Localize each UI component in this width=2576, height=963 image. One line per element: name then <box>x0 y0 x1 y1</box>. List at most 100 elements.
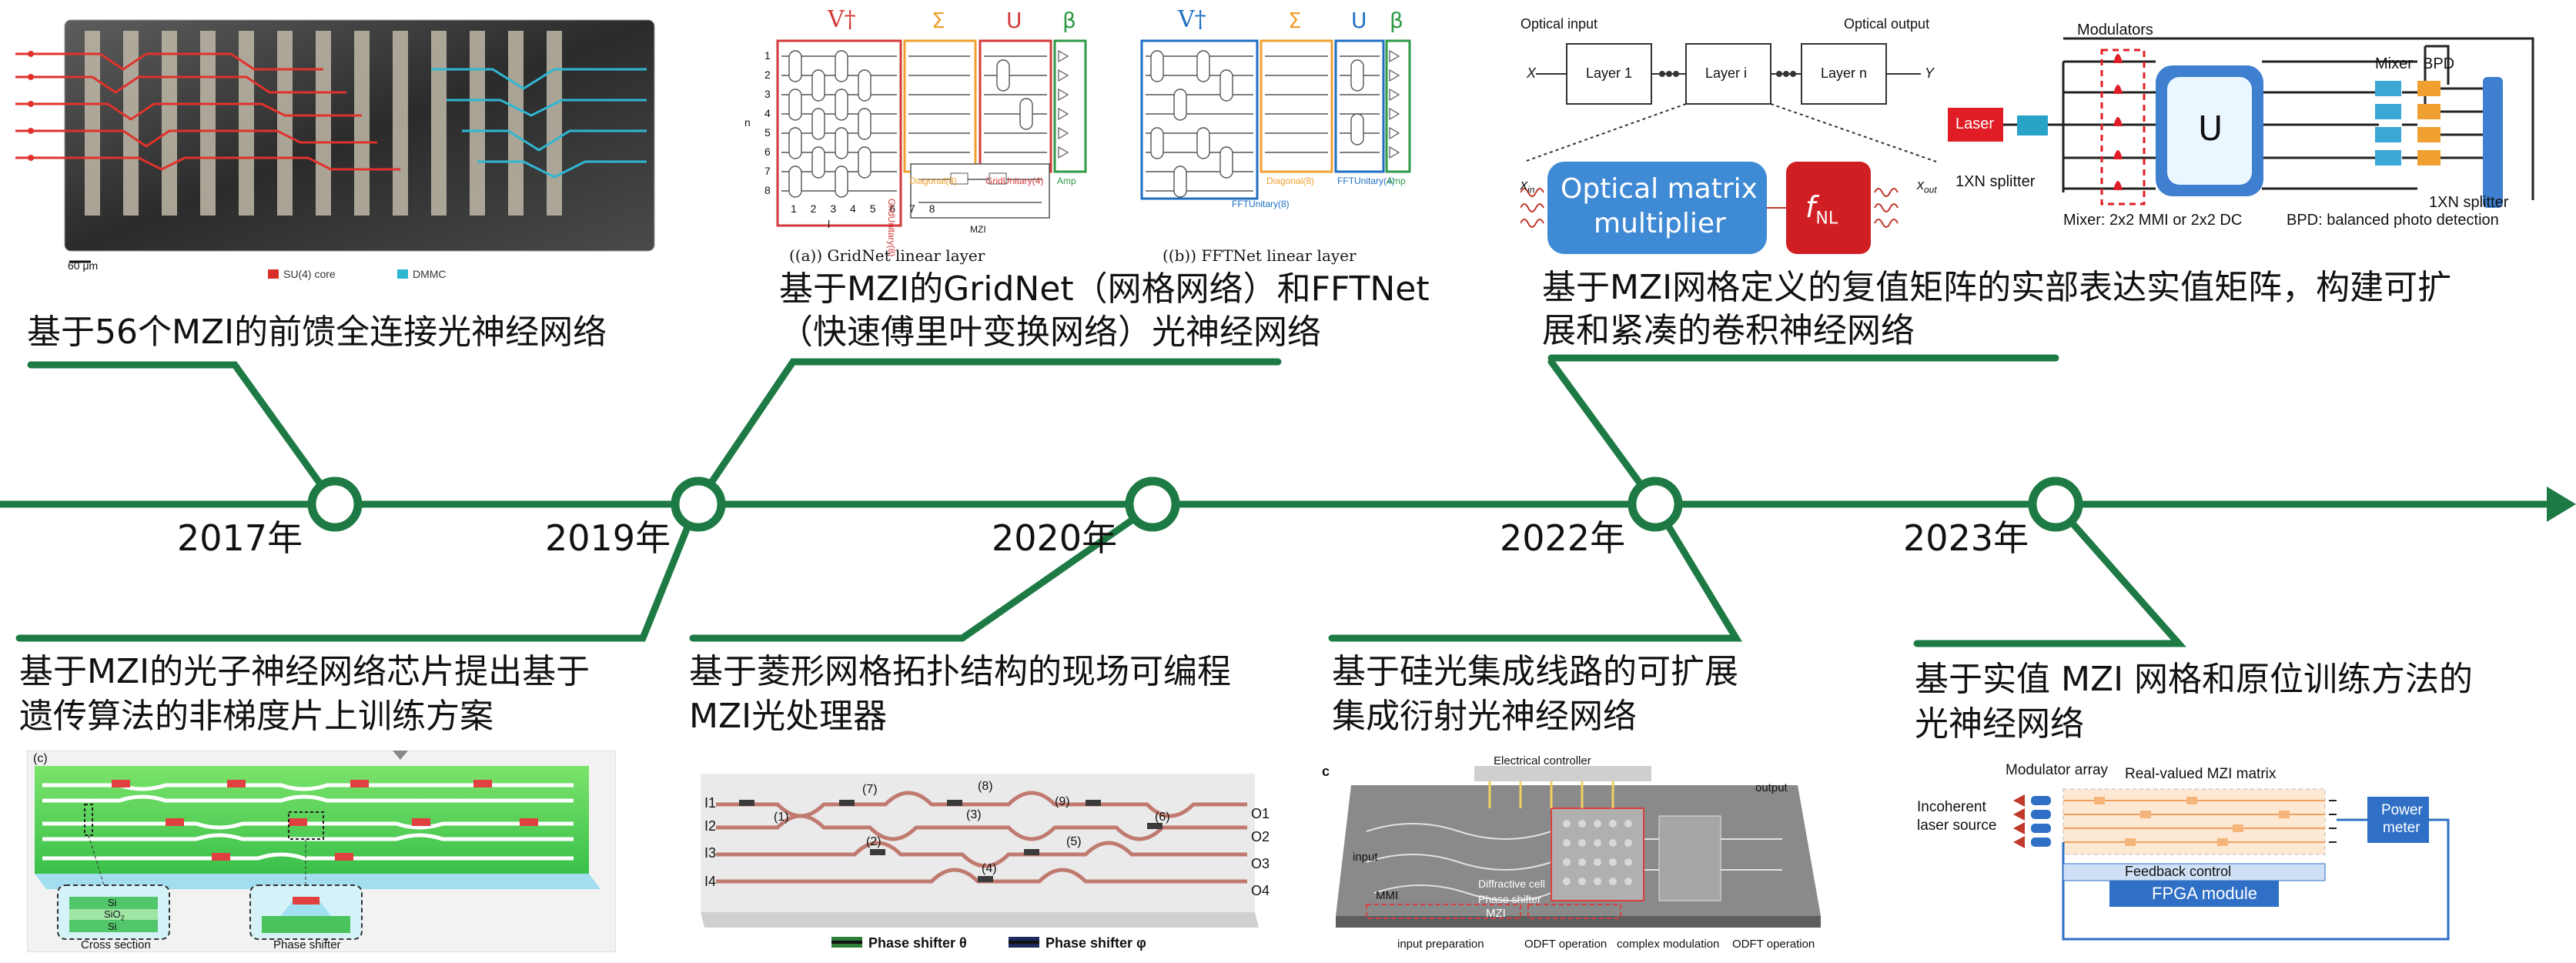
label-diagonal-a: Diagonal(8) <box>909 176 958 186</box>
panel-c-diffractive: c <box>1322 764 1330 779</box>
fnl-label: fNL <box>1805 190 1838 229</box>
label-sigma-b: Σ <box>1288 8 1302 33</box>
bottom-label-input-preparation: input preparation <box>1397 938 1484 951</box>
matrix-label: Real-valued MZI matrix <box>2125 766 2277 782</box>
label-beta-b: β <box>1390 8 1403 33</box>
figure-chip-2017: 60 μm SU(4) core DMMC <box>0 15 662 285</box>
node-label-5: (5) <box>1066 835 1082 848</box>
year-2023: 2023年 <box>1903 517 2029 559</box>
xin-x: x <box>1521 177 1527 192</box>
power-meter-label-line2: meter <box>2383 820 2420 836</box>
diffractive-cell-label: Diffractive cell <box>1478 878 1545 890</box>
figure-real-valued-mzi: Modulator array Real-valued MZI matrix I… <box>1917 762 2502 958</box>
modulators-label: Modulators <box>2077 22 2153 38</box>
legend-su4-core: SU(4) core <box>283 268 336 280</box>
figure-coherent-architecture: Modulators Laser U Mixer BPD 1XN splitte… <box>1948 15 2564 231</box>
coherent-architecture-diagram <box>1948 37 2534 208</box>
layer-si-top: Si <box>108 897 117 908</box>
xin-sub: in <box>1527 184 1535 196</box>
input-label: input <box>1353 851 1378 864</box>
label-u-b: U <box>1351 8 1367 33</box>
bpd-label: BPD <box>2423 55 2455 72</box>
node-2017 <box>307 476 363 532</box>
column-labels: 1 2 3 4 5 6 7 8 <box>791 202 941 215</box>
figure-gridnet-fftnet: V† Σ U β V† Σ U β 1 2 3 4 5 6 7 8 n 1 2 … <box>735 6 1413 268</box>
label-mzi: MZI <box>970 224 986 235</box>
row-label-4: 4 <box>764 107 771 119</box>
node-2020 <box>1125 476 1180 532</box>
output-label: output <box>1755 781 1788 794</box>
label-amp-a: Amp <box>1057 176 1076 186</box>
bottom-label-odft-1: ODFT operation <box>1524 938 1607 951</box>
fnl-sub: NL <box>1815 209 1838 229</box>
node-label-7: (7) <box>862 783 878 796</box>
label-diagonal-b: Diagonal(8) <box>1266 176 1315 186</box>
fpga-module-label: FPGA module <box>2152 884 2257 903</box>
row-label-5: 5 <box>764 126 771 139</box>
input-i3: I3 <box>704 845 717 861</box>
cross-section-label: Cross section <box>81 938 151 951</box>
caption-2020-bottom-line2: MZI光处理器 <box>689 697 888 736</box>
figure-green-chip: (c) Si SiO2 Si Cross section Phase shift… <box>26 750 617 953</box>
output-o2: O2 <box>1251 829 1270 844</box>
row-label-1: 1 <box>764 49 771 62</box>
label-fftunitary-b: FFTUnitary(4) <box>1337 176 1395 186</box>
caption-2022-top-line2: 展和紧凑的卷积神经网络 <box>1542 311 1915 350</box>
layer-1-label: Layer 1 <box>1586 65 1633 81</box>
input-i4: I4 <box>704 874 717 889</box>
phase-shifter-diffractive-label: Phase shifter <box>1478 893 1541 905</box>
caption-2022-bottom-line2: 集成衍射光神经网络 <box>1332 697 1637 736</box>
diffractive-chip-render <box>1336 766 1821 928</box>
splitter-left-label: 1XN splitter <box>1955 173 2036 190</box>
power-meter-label-line1: Power <box>2381 802 2423 818</box>
node-label-9: (9) <box>1055 795 1070 808</box>
caption-2020-bottom-line1: 基于菱形网格拓扑结构的现场可编程 <box>689 652 1231 691</box>
legend-phase-shifter-phi: Phase shifter φ <box>1045 935 1146 951</box>
diamond-mesh-render <box>701 774 1259 948</box>
label-v-dagger-a: V† <box>828 6 856 33</box>
node-2022 <box>1628 476 1683 532</box>
layer-sio2-sub: 2 <box>120 914 125 922</box>
node-label-4: (4) <box>982 862 997 875</box>
output-o4: O4 <box>1251 883 1270 898</box>
modulator-array-label: Modulator array <box>2006 762 2109 778</box>
xout-sub: out <box>1924 184 1937 196</box>
layer-i-label: Layer i <box>1705 65 1748 81</box>
node-label-6: (6) <box>1155 811 1170 824</box>
mzi-label: MZI <box>1486 907 1506 920</box>
electrical-controller-label: Electrical controller <box>1494 754 1591 767</box>
output-o3: O3 <box>1251 856 1270 871</box>
splitter-right-label: 1XN splitter <box>2429 194 2509 211</box>
caption-2022-bottom-line1: 基于硅光集成线路的可扩展 <box>1332 652 1738 691</box>
caption-2020-top-line1: 基于MZI的GridNet（网格网络）和FFTNet <box>779 269 1430 309</box>
row-label-3: 3 <box>764 88 771 100</box>
caption-2019-bottom-line2: 遗传算法的非梯度片上训练方案 <box>19 697 493 736</box>
year-2017: 2017年 <box>177 517 303 559</box>
year-2019: 2019年 <box>545 517 671 559</box>
bottom-label-complex-modulation: complex modulation <box>1617 938 1720 951</box>
year-2020: 2020年 <box>992 517 1118 559</box>
row-label-7: 7 <box>764 165 771 177</box>
layer-n-label: Layer n <box>1821 65 1868 81</box>
layer-sio2-text: SiO <box>104 908 121 920</box>
label-amp-b: Amp <box>1387 176 1406 186</box>
y-label: Y <box>1925 65 1935 81</box>
label-fftunitary-8: FFTUnitary(8) <box>1232 199 1290 209</box>
input-i1: I1 <box>704 795 717 811</box>
green-chip-render <box>26 750 617 953</box>
legend-phase-shifter-theta: Phase shifter θ <box>868 935 967 951</box>
layer-sio2: SiO2 <box>104 908 125 922</box>
year-2022: 2022年 <box>1500 517 1626 559</box>
label-v-dagger-b: V† <box>1178 6 1206 33</box>
caption-fftnet: ((b)) FFTNet linear layer <box>1163 246 1357 265</box>
bpd-note: BPD: balanced photo detection <box>2287 212 2499 229</box>
caption-2020-top-line2: （快速傅里叶变换网络）光神经网络 <box>779 313 1321 352</box>
onn-layer-diagram <box>1520 43 1937 254</box>
input-i2: I2 <box>704 818 717 834</box>
figure-onn-layers: Optical input Optical output X Y Layer 1… <box>1520 12 1952 258</box>
optical-input-label: Optical input <box>1521 16 1598 32</box>
mixer-label: Mixer <box>2375 55 2413 72</box>
fnl-f: f <box>1805 190 1816 224</box>
mixer-note: Mixer: 2x2 MMI or 2x2 DC <box>2063 212 2243 229</box>
